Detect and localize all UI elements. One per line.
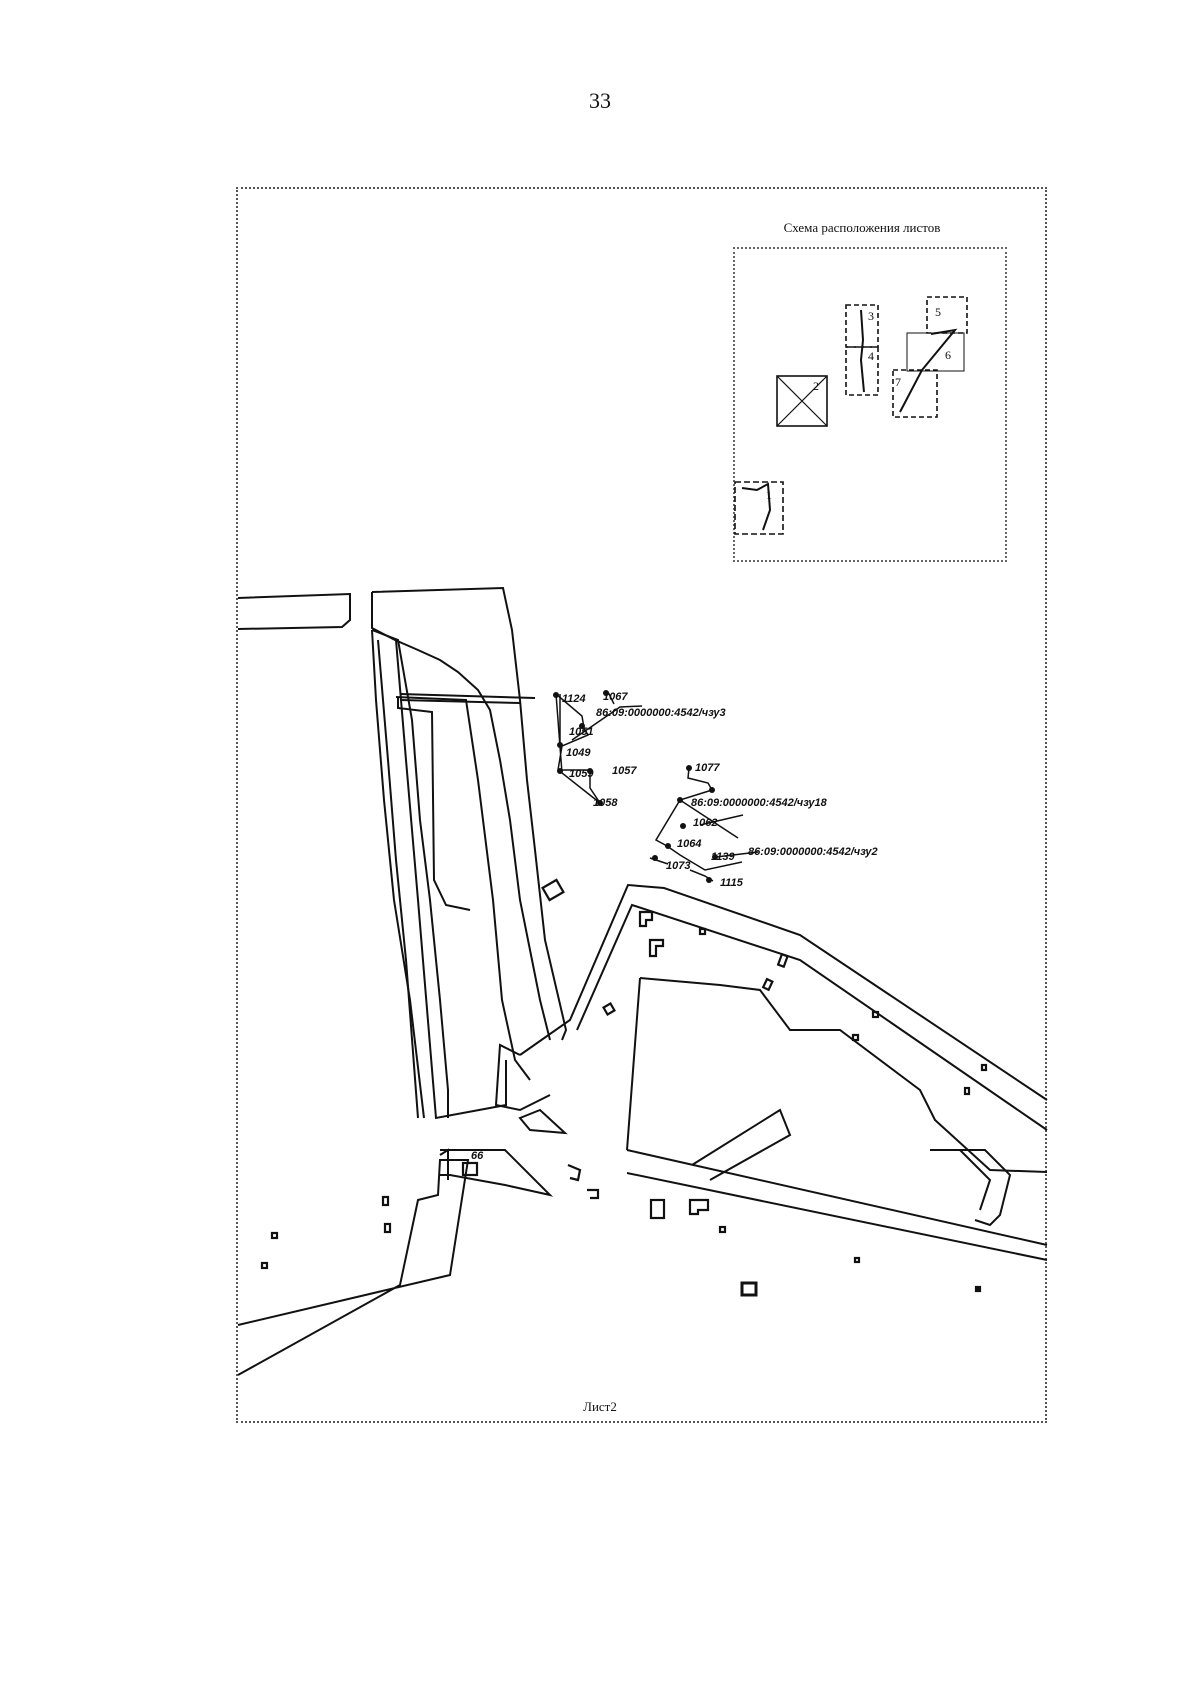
inset-sheet-num-1: 1 bbox=[766, 488, 772, 502]
inset-sheet-num-6: 6 bbox=[945, 348, 951, 362]
point-label-1124: 1124 bbox=[562, 693, 586, 705]
road-top-strip bbox=[371, 586, 568, 1041]
point-label-1115: 1115 bbox=[720, 877, 744, 889]
parcel-label-chzu2: 86:09:0000000:4542/чзу2 bbox=[748, 846, 878, 858]
map-frame bbox=[236, 187, 1047, 1423]
map-roads bbox=[237, 586, 1048, 1376]
point-label-1073: 1073 bbox=[666, 860, 690, 872]
inset-sheet-5 bbox=[926, 296, 968, 334]
sheet-label: Лист2 bbox=[583, 1399, 617, 1414]
point-label-1139: 1139 bbox=[711, 851, 736, 863]
central-corridor-outer bbox=[371, 629, 425, 1119]
point-label-1077: 1077 bbox=[695, 762, 720, 774]
inset-sheet-num-2: 2 bbox=[813, 379, 819, 393]
point-label-1058: 1058 bbox=[593, 797, 618, 809]
inset-sheet-5-7-line bbox=[899, 328, 958, 413]
inset-sheet-num-7: 7 bbox=[895, 375, 901, 389]
inset-sheet-1 bbox=[734, 481, 784, 535]
road-upper-left bbox=[237, 592, 351, 630]
inset-sheet-2-cross bbox=[776, 375, 828, 427]
inset-sheet-6 bbox=[906, 332, 965, 372]
point-label-1064: 1064 bbox=[677, 838, 701, 850]
small-buildings bbox=[260, 878, 988, 1297]
page-number: 33 bbox=[589, 88, 611, 113]
inset-map-box bbox=[733, 247, 1007, 562]
inset-title: Схема расположения листов bbox=[783, 220, 941, 235]
road-diagonal-right bbox=[519, 883, 1048, 1101]
inset-sheet-num-5: 5 bbox=[935, 305, 941, 319]
point-label-1059: 1059 bbox=[569, 768, 594, 780]
traverse-chzu18 bbox=[649, 767, 759, 882]
point-label-1051: 1051 bbox=[569, 726, 593, 738]
point-label-1057: 1057 bbox=[612, 765, 637, 777]
inset-sheet-num-3: 3 bbox=[868, 309, 874, 323]
inset-sheet-1-line bbox=[741, 482, 772, 531]
point-label-1067: 1067 bbox=[603, 691, 628, 703]
parcel-label-chzu3: 86:09:0000000:4542/чзу3 bbox=[596, 707, 726, 719]
road-lower-left bbox=[237, 1159, 470, 1376]
parcel-label-chzu18: 86:09:0000000:4542/чзу18 bbox=[691, 797, 828, 809]
inset-sheet-3-4-line bbox=[859, 309, 865, 393]
point-label-1062: 1062 bbox=[693, 817, 717, 829]
inset-sheet-layout bbox=[734, 296, 968, 535]
inset-sheet-num-4: 4 bbox=[868, 349, 874, 363]
survey-point-markers bbox=[553, 690, 718, 883]
point-label-66: 66 bbox=[471, 1150, 484, 1162]
inset-sheet-2 bbox=[776, 375, 828, 427]
point-label-1049: 1049 bbox=[566, 747, 591, 759]
inset-sheet-7 bbox=[892, 369, 938, 418]
